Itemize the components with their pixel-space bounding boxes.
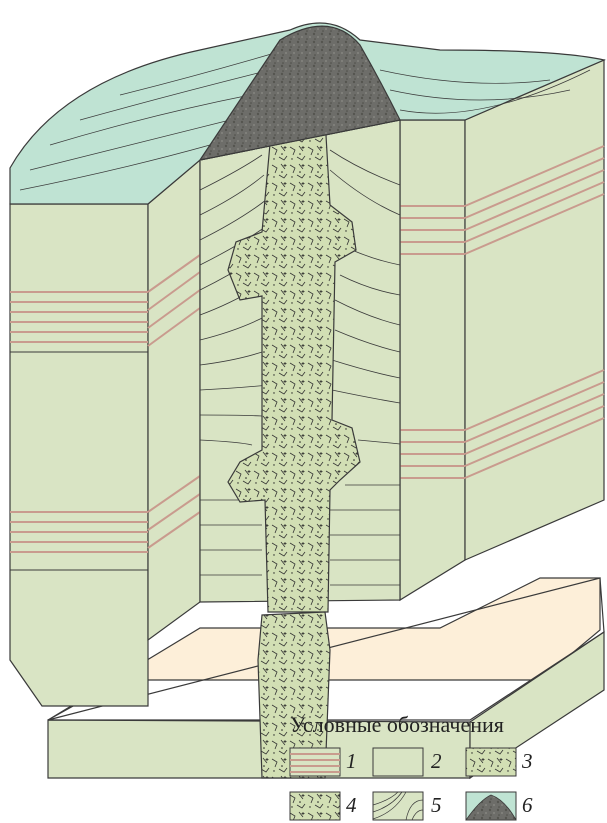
legend-label-3: 3	[522, 749, 533, 774]
legend-swatch-3	[466, 748, 516, 776]
legend-swatch-4	[290, 792, 340, 820]
legend-label-1: 1	[346, 749, 357, 774]
legend-swatch-5	[373, 792, 423, 820]
legend-label-5: 5	[431, 793, 442, 818]
right-block	[400, 60, 604, 600]
legend	[290, 748, 516, 820]
legend-label-4: 4	[346, 793, 357, 818]
legend-swatch-6	[466, 792, 516, 820]
legend-swatch-1	[290, 748, 340, 776]
legend-label-2: 2	[431, 749, 442, 774]
legend-label-6: 6	[522, 793, 533, 818]
legend-title: Условные обозначения	[290, 712, 504, 738]
left-block	[10, 160, 200, 706]
legend-swatch-2	[373, 748, 423, 776]
